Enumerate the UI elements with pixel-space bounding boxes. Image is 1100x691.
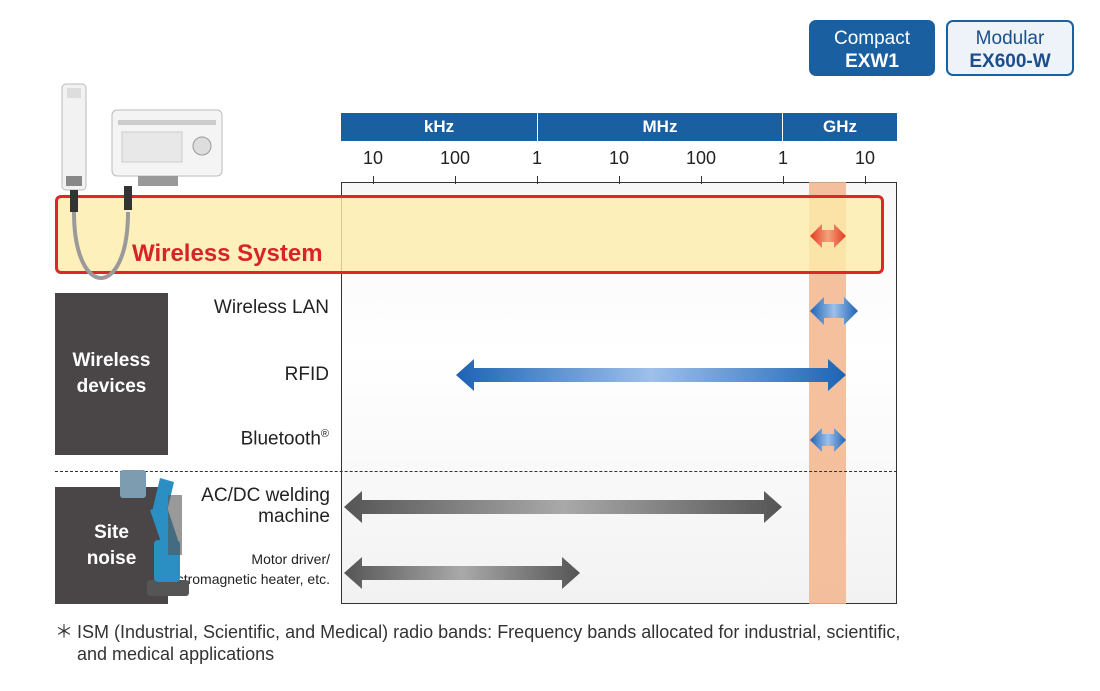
tick-mark — [455, 176, 456, 184]
footnote-mark: ＊ — [55, 622, 73, 642]
welding-line1: AC/DC welding — [201, 485, 330, 506]
tick-label: 100 — [685, 148, 717, 168]
band-mhz: MHz — [538, 113, 782, 141]
modular-badge-line1: Modular — [975, 28, 1045, 49]
antenna-unit-image — [61, 83, 87, 212]
site-noise-line1: Site — [94, 521, 129, 543]
tick-mark — [865, 176, 866, 184]
wireless-lan-label: Wireless LAN — [213, 297, 329, 318]
welding-line2: machine — [258, 505, 330, 527]
motor-line1: Motor driver/ — [251, 551, 330, 567]
compact-badge-line1: Compact — [833, 28, 911, 49]
footnote-text: ISM (Industrial, Scientific, and Medical… — [77, 622, 901, 664]
tick-mark — [701, 176, 702, 184]
tick-mark — [537, 176, 538, 184]
site-noise-line2: noise — [86, 547, 137, 569]
tick-label: 1 — [531, 148, 543, 168]
modular-badge-line2: EX600-W — [969, 50, 1051, 72]
bluetooth-label-text: Bluetooth — [240, 428, 321, 450]
wireless-system-highlight — [55, 195, 884, 274]
wireless-devices-line1: Wireless — [72, 350, 151, 372]
compact-exw1-badge: Compact EXW1 — [809, 20, 935, 76]
wireless-system-arrow — [810, 224, 846, 248]
bluetooth-label: Bluetooth® — [241, 428, 329, 450]
bluetooth-arrow — [810, 428, 846, 452]
tick-label: 100 — [439, 148, 471, 168]
tick-label: 10 — [608, 148, 630, 168]
wireless-devices-category: Wireless devices — [55, 293, 168, 455]
ism-footnote: ＊ISM (Industrial, Scientific, and Medica… — [55, 622, 915, 665]
tick-label: 10 — [854, 148, 876, 168]
welding-machine-arrow — [344, 491, 782, 523]
modular-ex600w-badge: Modular EX600-W — [946, 20, 1074, 76]
motor-line2: Electromagnetic heater, etc. — [156, 571, 330, 588]
motor-driver-label: Motor driver/Electromagnetic heater, etc… — [156, 549, 330, 590]
rfid-arrow — [456, 359, 846, 391]
rfid-label: RFID — [284, 364, 329, 385]
robot-arm-image — [120, 470, 189, 596]
motor-driver-arrow — [344, 557, 580, 589]
registered-mark: ® — [320, 428, 329, 440]
connection-cable — [72, 211, 130, 280]
tick-mark — [619, 176, 620, 184]
wireless-lan-arrow — [810, 297, 858, 325]
wireless-devices-line2: devices — [76, 376, 147, 397]
tick-mark — [783, 176, 784, 184]
compact-badge-line2: EXW1 — [845, 50, 899, 72]
band-khz: kHz — [341, 113, 537, 141]
tick-label: 1 — [777, 148, 789, 168]
tick-label: 10 — [362, 148, 384, 168]
band-ghz: GHz — [783, 113, 897, 141]
wireless-system-label: Wireless System — [132, 240, 323, 267]
section-divider — [55, 471, 897, 472]
tick-mark — [373, 176, 374, 184]
wireless-base-unit-image — [111, 109, 223, 210]
